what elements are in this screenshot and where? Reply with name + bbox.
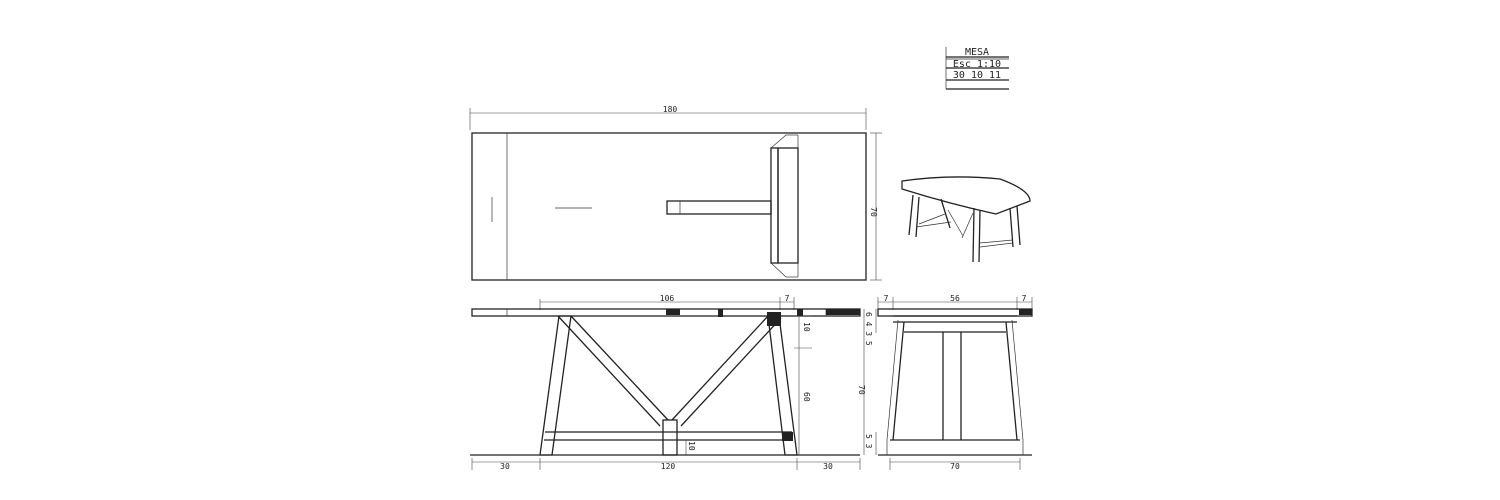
plan-width-dimension: 70: [869, 207, 878, 217]
front-rail-height-dimension: 10: [802, 322, 811, 332]
side-right-block-dimension: 7: [1022, 294, 1027, 303]
title-block: MESA Esc 1:10 30 10 11: [945, 47, 1009, 90]
front-top-span-dimension: 106: [660, 294, 675, 303]
front-elevation: 106 7 10 60 10 30 120 30: [470, 294, 866, 471]
side-base-stack-dimension: 5 3: [864, 434, 873, 449]
side-top-stack-dimension: 6 4 3 5: [864, 312, 873, 346]
side-bottom-span-dimension: 70: [950, 462, 960, 471]
front-left-overhang-dimension: 30: [500, 462, 510, 471]
front-bottom-span-dimension: 120: [661, 462, 676, 471]
title-label: MESA: [965, 47, 989, 58]
scale-label: Esc 1:10: [953, 59, 1001, 70]
plan-view: 180 70: [469, 105, 882, 281]
perspective-sketch: [901, 176, 1031, 263]
front-leg-height-dimension: 60: [802, 392, 811, 402]
side-top-span-dimension: 56: [950, 294, 960, 303]
plan-length-dimension: 180: [663, 105, 678, 114]
side-elevation: 7 56 7 6 4 3 5 5 3 70: [864, 294, 1033, 471]
front-right-overhang-dimension: 30: [823, 462, 833, 471]
front-total-height-dimension: 70: [857, 385, 866, 395]
date-label: 30 10 11: [953, 70, 1001, 81]
front-end-block-dimension: 7: [785, 294, 790, 303]
front-foot-dimension: 10: [687, 441, 696, 451]
side-left-block-dimension: 7: [884, 294, 889, 303]
